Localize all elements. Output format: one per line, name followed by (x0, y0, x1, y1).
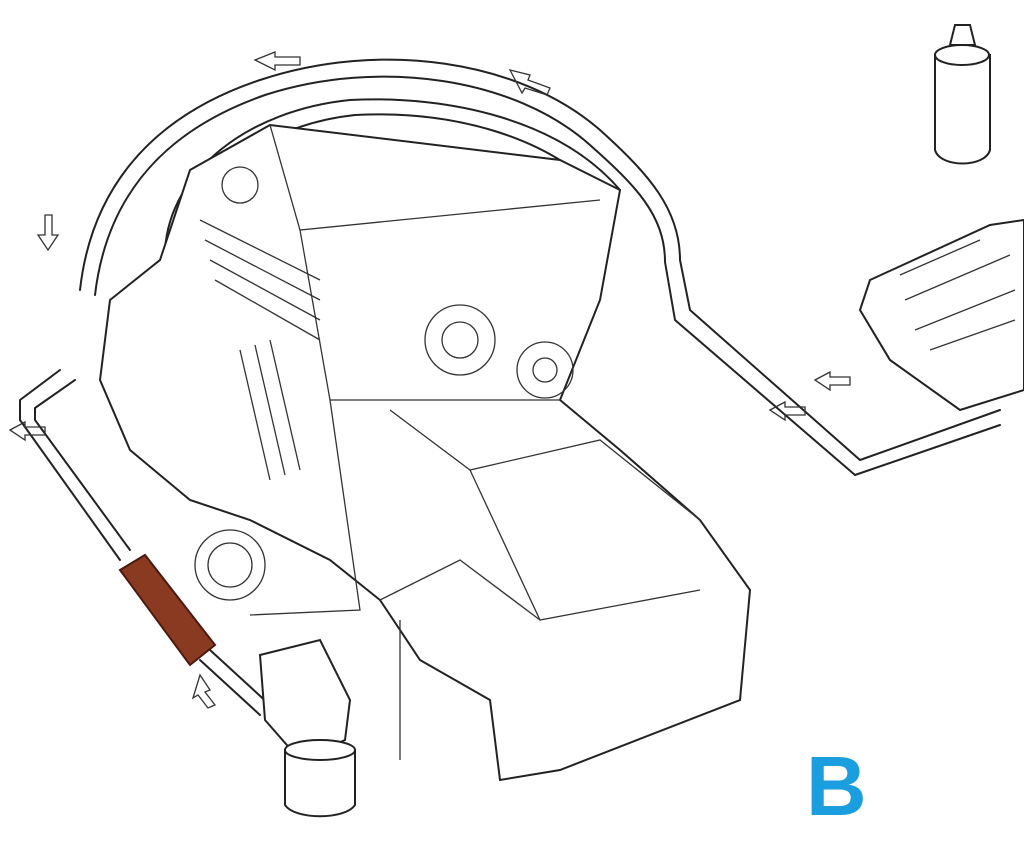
engine (98, 123, 752, 782)
additive-canister (934, 24, 991, 165)
figure-label: B (806, 739, 867, 833)
fuel-heater-highlight (118, 553, 217, 667)
flow-arrows (8, 51, 851, 709)
fuel-filter (258, 638, 356, 818)
fuel-tank (858, 218, 1024, 412)
